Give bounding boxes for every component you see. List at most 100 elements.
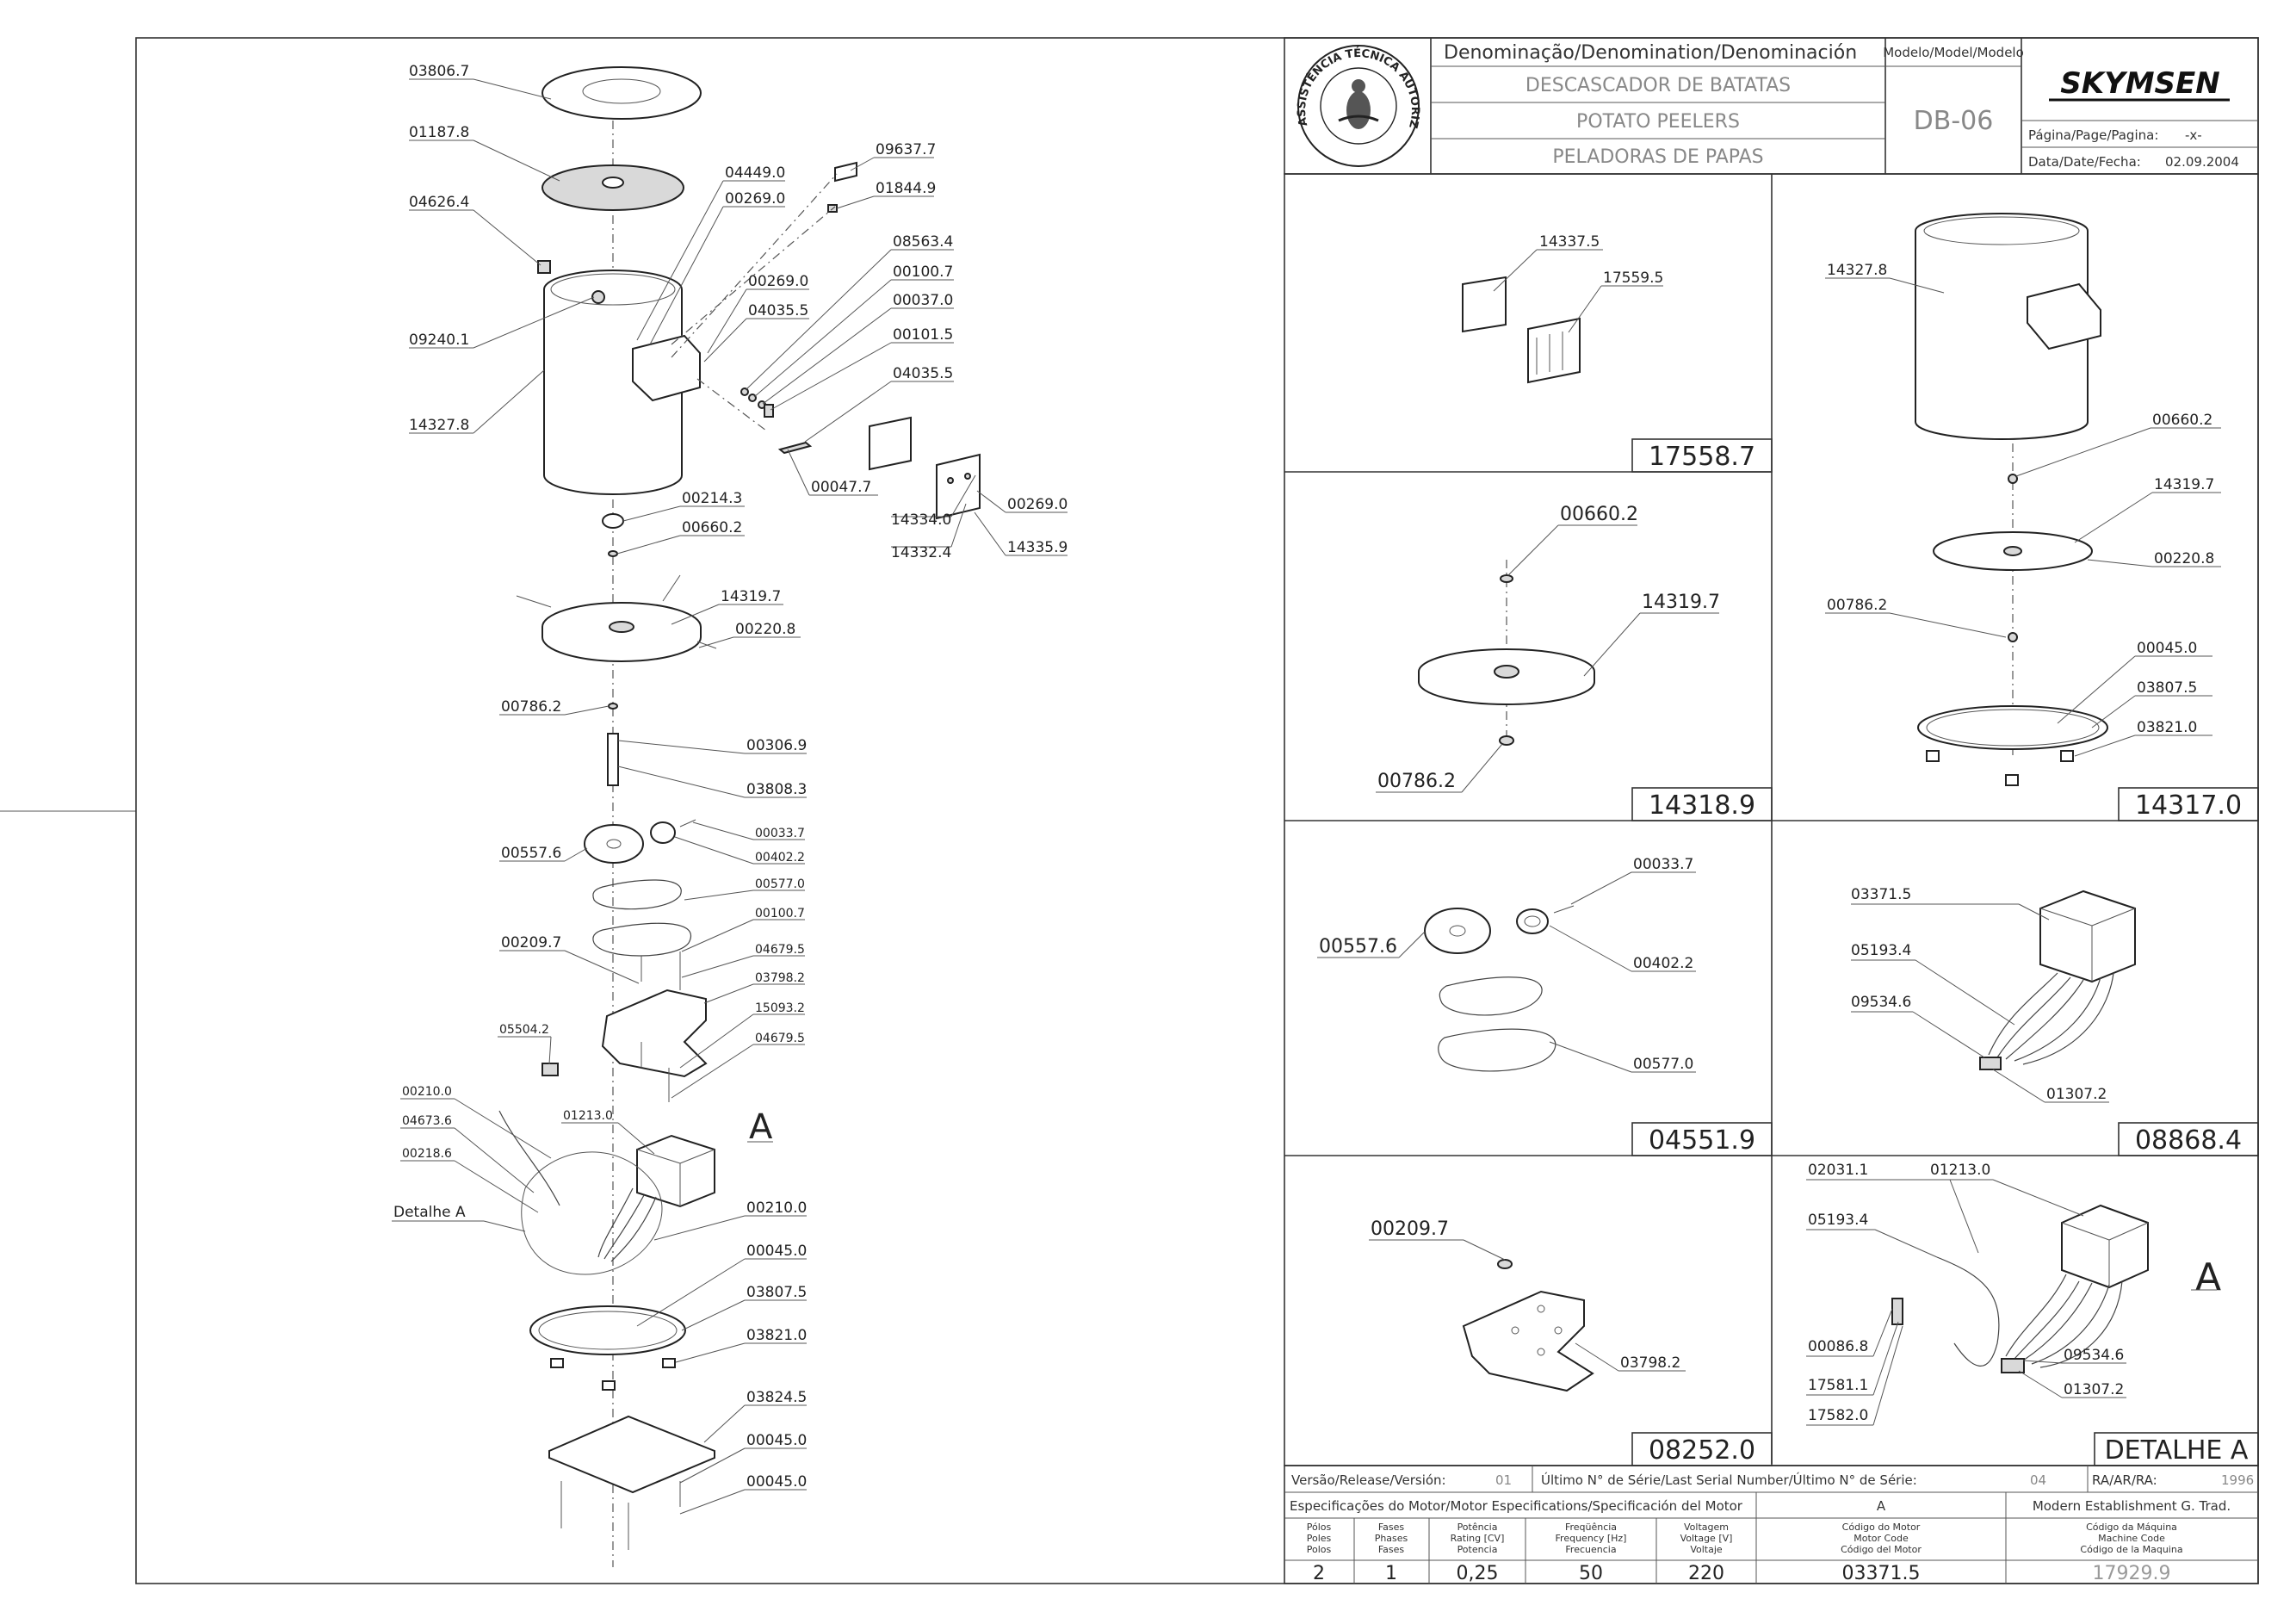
panel-14317-0: 14327.8 00660.2 14319.7 00220.8 00786.2 …	[1825, 213, 2221, 786]
motor-mount-plate	[601, 989, 708, 1078]
page-value: -x-	[2185, 127, 2202, 143]
header-phases-pt: Fases	[1378, 1522, 1405, 1533]
svg-text:ASSISTÊNCIA TÉCNICA AUTORIZADA: ASSISTÊNCIA TÉCNICA AUTORIZADA	[0, 0, 1421, 130]
motor	[2039, 889, 2136, 983]
label-14319-7-p3: 14319.7	[1642, 592, 1720, 613]
header-motor-code-pt: Código do Motor	[1842, 1522, 1921, 1533]
label-04035-5-a: 04035.5	[748, 302, 808, 319]
seal-text: ASSISTÊNCIA TÉCNICA AUTORIZADA	[0, 0, 1421, 130]
exploded-view-labels: 03806.7 01187.8 04626.4 09240.1 14327.8 …	[393, 63, 1068, 1491]
label-00786-2-p2: 00786.2	[1827, 597, 1887, 614]
label-17559-5: 17559.5	[1603, 270, 1663, 287]
panel-id-17558-7: 17558.7	[1649, 442, 1755, 472]
label-00660-2: 00660.2	[682, 519, 742, 536]
label-00577-0: 00577.0	[755, 877, 805, 891]
label-00306-9: 00306.9	[746, 737, 807, 754]
value-poles: 2	[1313, 1563, 1325, 1584]
label-00037-0: 00037.0	[893, 292, 953, 309]
value-rating: 0,25	[1457, 1563, 1499, 1584]
label-14332-4: 14332.4	[891, 544, 951, 561]
base-plate	[548, 1415, 715, 1494]
label-03371-5-p5: 03371.5	[1851, 886, 1911, 903]
label-00033-7-p4: 00033.7	[1633, 856, 1693, 873]
panel-04551-9: 00033.7 00557.6 00402.2 00577.0	[1317, 856, 1696, 1073]
label-14327-8-p2: 14327.8	[1827, 262, 1887, 279]
panel-id-08252-0: 08252.0	[1649, 1435, 1755, 1466]
header-rating-en: Rating [CV]	[1451, 1533, 1505, 1544]
label-17582-0-p7: 17582.0	[1808, 1407, 1868, 1424]
ra-value: 1996	[2221, 1472, 2254, 1488]
panel-detalhe-a: A 02031.1 01213.0 05193.4 00086.8 09534.…	[1806, 1162, 2221, 1426]
value-motor-code: 03371.5	[1842, 1563, 1921, 1584]
label-08563-4: 08563.4	[893, 233, 953, 251]
page-label: Página/Page/Pagina:	[2028, 127, 2158, 143]
label-01213-0-p7: 01213.0	[1930, 1162, 1990, 1179]
title-block: ASSISTÊNCIA TÉCNICA AUTORIZADA Denominaç…	[0, 0, 2259, 175]
header-frequency-en: Frequency [Hz]	[1556, 1533, 1627, 1544]
panel-14318-9: 00660.2 14319.7 00786.2	[1376, 504, 1720, 793]
header-machine-code-es: Código de la Maquina	[2080, 1544, 2182, 1555]
serial-label: Último N° de Série/Last Serial Number/Úl…	[1541, 1472, 1917, 1488]
date-label: Data/Date/Fecha:	[2028, 154, 2141, 170]
label-00100-7-b: 00100.7	[755, 907, 805, 920]
header-phases-en: Phases	[1375, 1533, 1408, 1544]
motor-ref: A	[1877, 1498, 1886, 1514]
label-00045-0-c: 00045.0	[746, 1473, 807, 1491]
header-poles-pt: Pólos	[1307, 1522, 1332, 1533]
label-00402-2: 00402.2	[755, 851, 805, 865]
label-14335-9: 14335.9	[1007, 539, 1068, 556]
label-03824-5: 03824.5	[746, 1389, 807, 1406]
lid	[542, 66, 702, 120]
label-14319-7: 14319.7	[721, 588, 781, 605]
denomination-label: Denominação/Denomination/Denominación	[1444, 42, 1857, 64]
belt-1	[592, 879, 682, 910]
footer-table: Versão/Release/Versión: 01 Último N° de …	[1284, 1465, 2259, 1584]
panel-17558-7: 14337.5 17559.5	[1462, 233, 1663, 384]
label-00214-3: 00214.3	[682, 490, 742, 507]
panel-08252-0: 00209.7 03798.2	[1369, 1218, 1686, 1392]
value-voltage: 220	[1688, 1563, 1724, 1584]
panel-id-14318-9: 14318.9	[1649, 790, 1755, 821]
label-04449-0: 04449.0	[725, 164, 785, 182]
label-00660-2-p3: 00660.2	[1560, 504, 1638, 525]
bracket-plate	[1527, 317, 1581, 384]
label-00045-0-a: 00045.0	[746, 1243, 807, 1260]
header-machine-code-pt: Código da Máquina	[2086, 1522, 2177, 1533]
label-03807-5: 03807.5	[746, 1284, 807, 1301]
model-value: DB-06	[1914, 106, 1994, 136]
header-poles-en: Poles	[1307, 1533, 1332, 1544]
large-pulley	[584, 824, 644, 864]
label-03807-5-p2: 03807.5	[2137, 679, 2197, 697]
label-04679-5-b: 04679.5	[755, 1032, 805, 1045]
value-phases: 1	[1385, 1563, 1397, 1584]
panel-id-14317-0: 14317.0	[2135, 790, 2242, 821]
authorized-service-seal: ASSISTÊNCIA TÉCNICA AUTORIZADA	[0, 0, 1421, 167]
header-frequency-pt: Freqüência	[1565, 1522, 1617, 1533]
label-14337-5: 14337.5	[1539, 233, 1600, 251]
header-motor-code-en: Motor Code	[1854, 1533, 1909, 1544]
label-00100-7-a: 00100.7	[893, 263, 953, 281]
detail-marker-a-p7: A	[2195, 1255, 2221, 1299]
header-machine-code-en: Machine Code	[2098, 1533, 2165, 1544]
label-00269-0-b: 00269.0	[748, 273, 808, 290]
label-01307-2-p7: 01307.2	[2064, 1381, 2124, 1398]
label-03821-0: 03821.0	[746, 1327, 807, 1344]
detail-marker-a-main: A	[749, 1107, 773, 1147]
label-00786-2: 00786.2	[501, 698, 561, 716]
model-label: Modelo/Model/Modelo	[1883, 45, 2024, 60]
label-04626-4: 04626.4	[409, 194, 469, 211]
label-09534-6-p5: 09534.6	[1851, 994, 1911, 1011]
value-frequency: 50	[1579, 1563, 1603, 1584]
panel-id-04551-9: 04551.9	[1649, 1125, 1755, 1156]
release-label: Versão/Release/Versión:	[1291, 1472, 1446, 1488]
label-09637-7: 09637.7	[876, 141, 936, 158]
label-00269-0-a: 00269.0	[725, 190, 785, 208]
ra-label: RA/AR/RA:	[2092, 1472, 2157, 1488]
label-01844-9: 01844.9	[876, 180, 936, 197]
release-value: 01	[1495, 1472, 1512, 1488]
label-00220-8: 00220.8	[735, 621, 795, 638]
panel-08868-4: 03371.5 05193.4 09534.6 01307.2	[1851, 886, 2136, 1103]
date-value: 02.09.2004	[2165, 154, 2239, 170]
header-poles-es: Polos	[1307, 1544, 1332, 1555]
